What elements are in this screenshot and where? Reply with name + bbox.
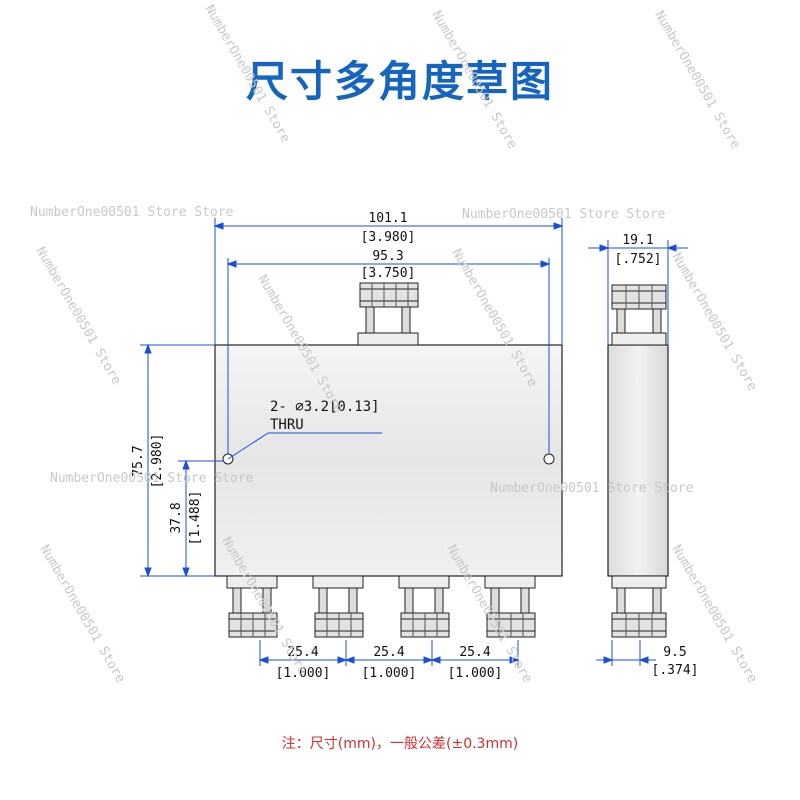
watermark-h-4: NumberOne00501 Store Store xyxy=(490,481,694,496)
watermark-h-2: NumberOne00501 Store Store xyxy=(462,207,666,222)
bottom-connector-1 xyxy=(226,575,278,638)
mounting-hole-right xyxy=(543,453,555,465)
watermark-d-7: NumberOne00501 Store xyxy=(669,251,760,394)
dim-side-conn: 9.5 xyxy=(663,645,686,660)
dim-hole-spacing: 95.3 xyxy=(372,249,403,264)
front-body xyxy=(214,344,563,577)
dim-pitch-1-in: [1.000] xyxy=(276,666,331,681)
watermark-d-4: NumberOne00501 Store xyxy=(33,245,124,388)
watermark-d-1: NumberOne00501 Store xyxy=(202,3,293,146)
side-bottom-connector xyxy=(611,575,667,638)
dim-pitch-3: 25.4 xyxy=(459,645,490,660)
dimension-lines xyxy=(140,218,688,666)
dim-hole-spec: 2- ⌀3.2[0.13] xyxy=(270,399,380,415)
tolerance-note: 注：尺寸(mm)，一般公差(±0.3mm) xyxy=(281,736,519,752)
dim-hole-thru: THRU xyxy=(270,417,304,433)
dim-pitch-2: 25.4 xyxy=(373,645,404,660)
watermark-d-3: NumberOne00501 Store xyxy=(652,9,743,152)
watermark-d-8: NumberOne00501 Store xyxy=(37,543,128,686)
dim-side-conn-in: [.374] xyxy=(652,663,699,678)
dim-overall-width: 101.1 xyxy=(368,211,407,226)
dim-depth: 19.1 xyxy=(622,233,653,248)
top-connector xyxy=(357,282,419,346)
watermark-h-3: NumberOne00501 Store Store xyxy=(50,471,254,486)
dim-pitch-1: 25.4 xyxy=(287,645,318,660)
dim-height-in: [2.980] xyxy=(150,434,165,489)
dim-pitch-3-in: [1.000] xyxy=(448,666,503,681)
watermark-d-2: NumberOne00501 Store xyxy=(429,9,520,152)
dim-pitch-2-in: [1.000] xyxy=(362,666,417,681)
bottom-connector-3 xyxy=(398,575,450,638)
side-top-connector xyxy=(611,284,667,346)
dim-half-height-in: [1.488] xyxy=(188,491,203,546)
dim-height: 75.7 xyxy=(131,445,146,476)
dim-overall-width-in: [3.980] xyxy=(361,230,416,245)
bottom-connector-4 xyxy=(484,575,536,638)
side-body xyxy=(607,344,669,577)
dim-depth-in: [.752] xyxy=(615,252,662,267)
page-title: 尺寸多角度草图 xyxy=(245,57,554,106)
dim-hole-spacing-in: [3.750] xyxy=(361,266,416,281)
dim-half-height: 37.8 xyxy=(169,502,184,533)
watermark-h-1: NumberOne00501 Store Store xyxy=(30,205,234,220)
bottom-connector-2 xyxy=(312,575,364,638)
